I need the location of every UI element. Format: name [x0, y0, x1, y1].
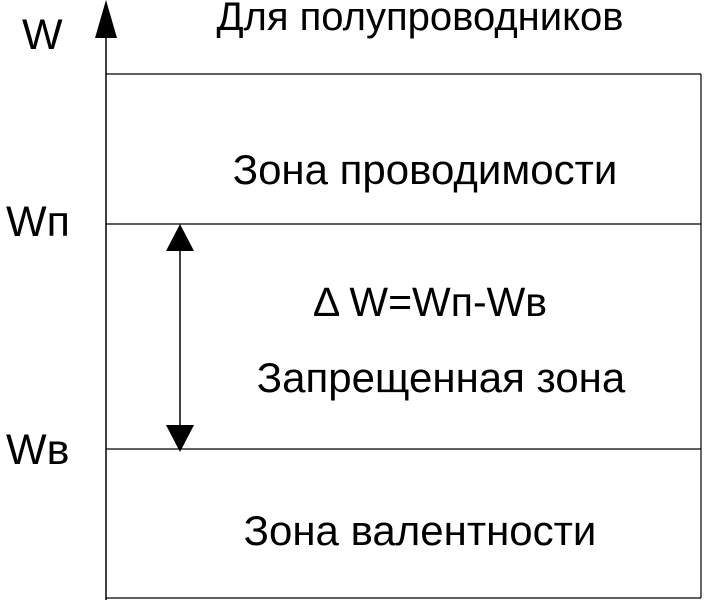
- band-gap-formula: Δ W=Wп-Wв: [313, 279, 547, 325]
- valence-band-label: Зона валентности: [244, 507, 597, 554]
- diagram-title: Для полупроводников: [216, 0, 623, 39]
- conduction-edge-label: Wп: [6, 198, 70, 246]
- energy-axis-arrowhead: [95, 0, 117, 38]
- valence-edge-label: Wв: [6, 426, 69, 474]
- gap-arrow-up-head: [166, 224, 194, 251]
- forbidden-zone-label: Запрещенная зона: [257, 354, 626, 401]
- axis-label-w: W: [22, 11, 63, 59]
- conduction-band-label: Зона проводимости: [233, 146, 618, 193]
- gap-arrow-down-head: [166, 425, 194, 452]
